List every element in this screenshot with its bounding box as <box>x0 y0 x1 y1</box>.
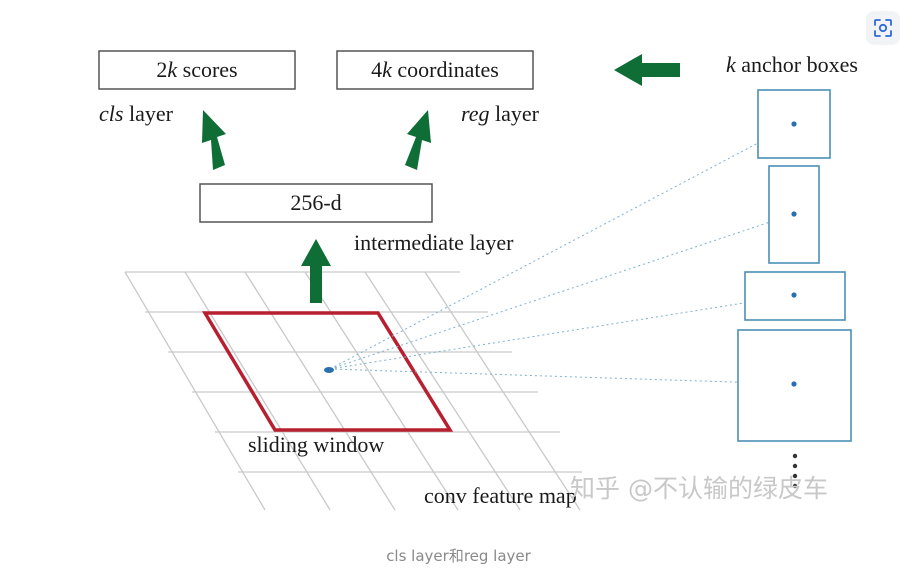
anchor-boxes-label: k anchor boxes <box>726 52 858 77</box>
anchor-center-2 <box>791 211 797 217</box>
ellipsis-dots <box>792 453 798 489</box>
green-arrows <box>202 54 680 303</box>
arrow-up-left-cls <box>202 110 226 170</box>
feature-map-label: conv feature map <box>424 483 577 508</box>
reg-layer-label: reg layer <box>461 101 540 126</box>
cls-scores-text: 2k scores <box>156 57 237 82</box>
sliding-window-label: sliding window <box>248 432 384 457</box>
reg-coordinates-box <box>336 50 534 90</box>
arrow-up-intermediate <box>301 239 331 303</box>
cls-layer-label: cls layer <box>99 101 174 126</box>
figure-caption: cls layer和reg layer <box>386 547 531 565</box>
reg-coordinates-text: 4k coordinates <box>371 57 499 82</box>
cls-scores-box <box>98 50 296 90</box>
anchor-center-4 <box>791 381 797 387</box>
arrow-left-anchors <box>614 54 680 86</box>
anchor-center-3 <box>791 292 797 298</box>
window-center-point <box>324 367 334 373</box>
anchor-center-1 <box>791 121 797 127</box>
anchor-connection-lines <box>329 123 795 385</box>
scan-button[interactable] <box>866 11 900 45</box>
intermediate-box-text: 256-d <box>290 190 341 215</box>
rpn-diagram: 2k scores 4k coordinates 256-d cls layer… <box>98 50 858 511</box>
intermediate-layer-label: intermediate layer <box>354 230 514 255</box>
sliding-window-frame <box>201 311 454 432</box>
watermark: 知乎 @不认输的绿皮车 <box>570 474 828 503</box>
anchor-boxes <box>737 89 852 442</box>
feature-map-grid <box>124 271 582 511</box>
scan-icon <box>874 19 892 37</box>
intermediate-box <box>199 183 433 223</box>
arrow-up-right-reg <box>405 110 431 170</box>
